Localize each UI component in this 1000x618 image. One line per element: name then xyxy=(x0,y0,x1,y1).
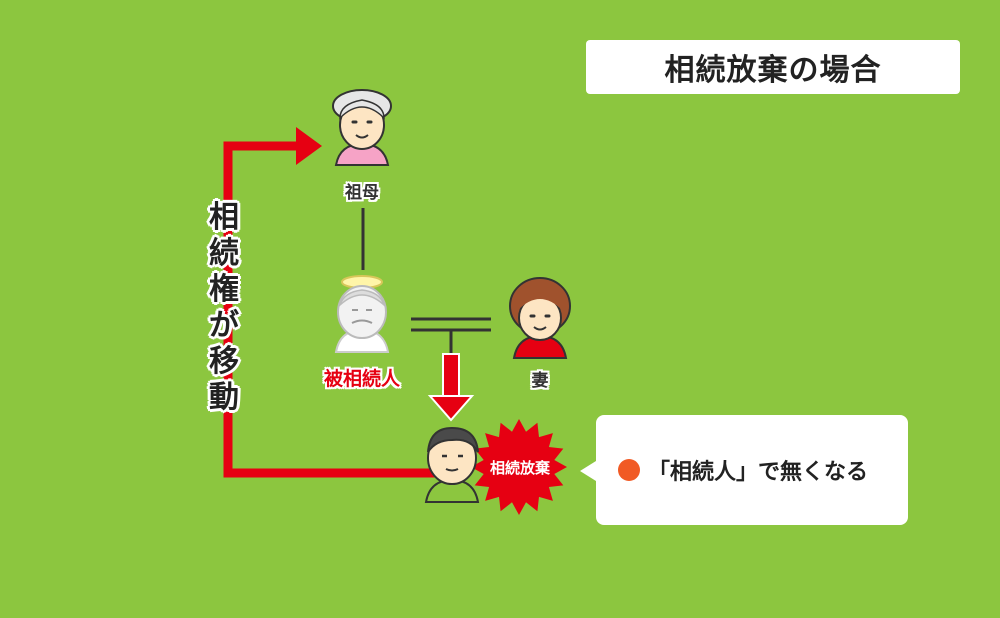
bullet-icon xyxy=(618,459,640,481)
title-box: 相続放棄の場合 xyxy=(586,40,960,94)
arrow-label-char: 続 xyxy=(209,236,239,271)
wife-label: 妻 xyxy=(531,371,549,391)
callout-text: 「相続人」で無くなる xyxy=(648,460,869,485)
arrow-label-char: 移 xyxy=(209,344,239,379)
deceased-icon xyxy=(334,275,390,353)
arrow-label-char: が xyxy=(209,308,239,343)
wife-icon xyxy=(509,277,571,359)
page-title: 相続放棄の場合 xyxy=(664,53,882,88)
arrow-label-char: 権 xyxy=(209,272,239,307)
burst-label: 相続放棄 xyxy=(489,459,550,477)
inheritance-arrow-head xyxy=(296,127,322,165)
grandmother-icon xyxy=(332,89,392,166)
son-icon xyxy=(424,426,480,503)
renunciation-burst xyxy=(471,419,567,515)
inheritance-arrow-path xyxy=(223,141,440,478)
down-arrow-shaft xyxy=(442,353,460,401)
arrow-label-vertical: 相 続 権 が 移 動 xyxy=(203,200,245,416)
callout-box: 「相続人」で無くなる xyxy=(580,415,908,525)
arrow-label-char: 動 xyxy=(209,380,239,415)
down-arrow-head xyxy=(427,395,475,422)
arrow-label-char: 相 xyxy=(209,200,239,235)
grandmother-label: 祖母 xyxy=(345,183,379,203)
deceased-label: 被相続人 xyxy=(323,368,400,390)
